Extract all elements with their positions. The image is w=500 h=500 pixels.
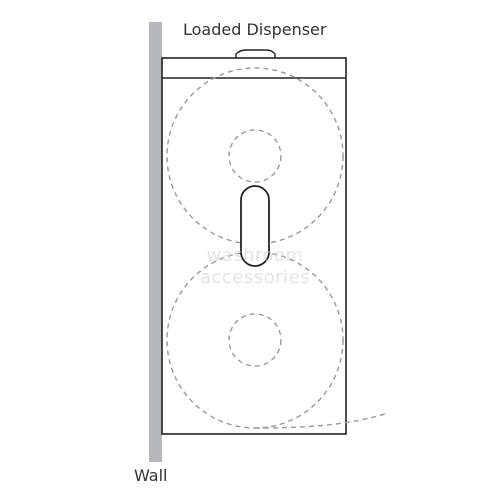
upper-roll-core — [228, 129, 282, 183]
paper-tail — [254, 413, 386, 429]
wall-label: Wall — [134, 466, 168, 485]
lower-roll-core — [228, 313, 282, 367]
diagram-title: Loaded Dispenser — [183, 20, 327, 39]
lid-latch — [235, 49, 276, 58]
viewing-window — [240, 185, 270, 267]
dispenser-body — [161, 57, 347, 435]
lower-roll — [166, 251, 344, 429]
wall — [149, 22, 162, 462]
